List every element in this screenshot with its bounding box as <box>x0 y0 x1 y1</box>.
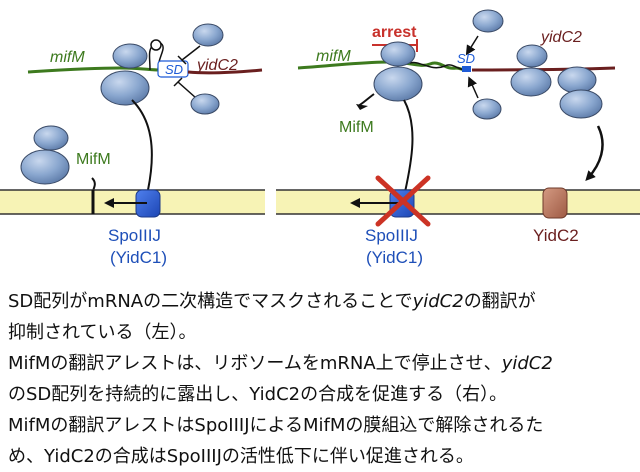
yidc1-label: (YidC1) <box>366 248 423 267</box>
caption-text: SD配列がmRNAの二次構造でマスクされることで <box>8 291 413 312</box>
yidc2-mrna-line <box>471 66 616 72</box>
figure-caption: SD配列がmRNAの二次構造でマスクされることでyidC2の翻訳が 抑制されてい… <box>8 286 636 472</box>
caption-line-3: MifMの翻訳アレストは、リボソームをmRNA上で停止させ、yidC2 <box>8 348 636 379</box>
right-panel: arrest mifM SD yidC2 <box>276 9 640 267</box>
released-ribosome-large <box>20 149 70 185</box>
yidc2-ribosome-2 <box>557 66 603 119</box>
nascent-chain-to-spoiiij <box>131 99 153 191</box>
sd-label: SD <box>165 62 183 77</box>
synthesis-arrow <box>585 125 604 181</box>
released-ribosome-small <box>33 125 69 151</box>
inhibition-line-bottom <box>177 81 197 99</box>
spoiiij-label: SpoIIIJ <box>108 226 161 245</box>
membrane <box>276 190 640 214</box>
mifm-mrna-label: mifM <box>316 48 351 65</box>
yidc2-mrna-label: yidC2 <box>196 57 238 74</box>
chain-to-spoiiij <box>403 99 414 193</box>
caption-gene-name: yidC2 <box>412 291 464 312</box>
caption-gene-name: yidC2 <box>501 353 553 374</box>
caption-text: の翻訳が <box>463 291 536 312</box>
spoiiij-label: SpoIIIJ <box>365 226 418 245</box>
arrest-label: arrest <box>372 24 417 41</box>
caption-text: MifMの翻訳アレストは、リボソームをmRNA上で停止させ、 <box>8 353 502 374</box>
ribosome-small-subunit <box>192 23 224 47</box>
caption-line-6: め、YidC2の合成はSpoIIIJの活性低下に伴い促進される。 <box>8 446 474 467</box>
arrested-ribosome <box>373 41 423 102</box>
mifm-mrna-line <box>27 66 161 74</box>
caption-line-5: MifMの翻訳アレストはSpoIIIJによるMifMの膜組込で解除されるた <box>8 415 544 436</box>
ribosome-small-subunit-lower <box>472 98 502 120</box>
caption-line-4: のSD配列を持続的に露出し、YidC2の合成を促進する（右）。 <box>8 384 508 405</box>
left-panel: SD mifM yidC2 MifM SpoIIIJ <box>0 23 265 267</box>
translation-arrest-diagram: SD mifM yidC2 MifM SpoIIIJ <box>0 9 640 267</box>
sd-sequence-box <box>157 60 189 78</box>
caption-line-1: SD配列がmRNAの二次構造でマスクされることでyidC2の翻訳が <box>8 286 636 317</box>
yidc2-protein <box>542 187 568 219</box>
yidc1-label: (YidC1) <box>110 248 167 267</box>
caption-line-2: 抑制されている（左）。 <box>8 322 197 343</box>
translating-ribosome <box>100 43 150 106</box>
yidc2-protein-label: YidC2 <box>533 226 579 245</box>
sd-label: SD <box>457 51 475 66</box>
yidc2-mrna-label: yidC2 <box>540 29 582 46</box>
yidc2-mrna-line <box>187 68 263 75</box>
ribosome-small-subunit-lower <box>190 93 220 115</box>
mifm-protein-label: MifM <box>339 119 374 136</box>
yidc2-ribosome-1 <box>510 44 552 97</box>
sd-sequence-marker <box>462 66 471 72</box>
mifm-protein-label: MifM <box>76 151 111 168</box>
inactivation-cross <box>375 175 431 227</box>
inhibition-line-top <box>181 45 201 61</box>
mifm-mrna-label: mifM <box>50 49 85 66</box>
ribosome-small-subunit <box>472 9 504 33</box>
mifm-nascent-chain <box>357 93 375 107</box>
